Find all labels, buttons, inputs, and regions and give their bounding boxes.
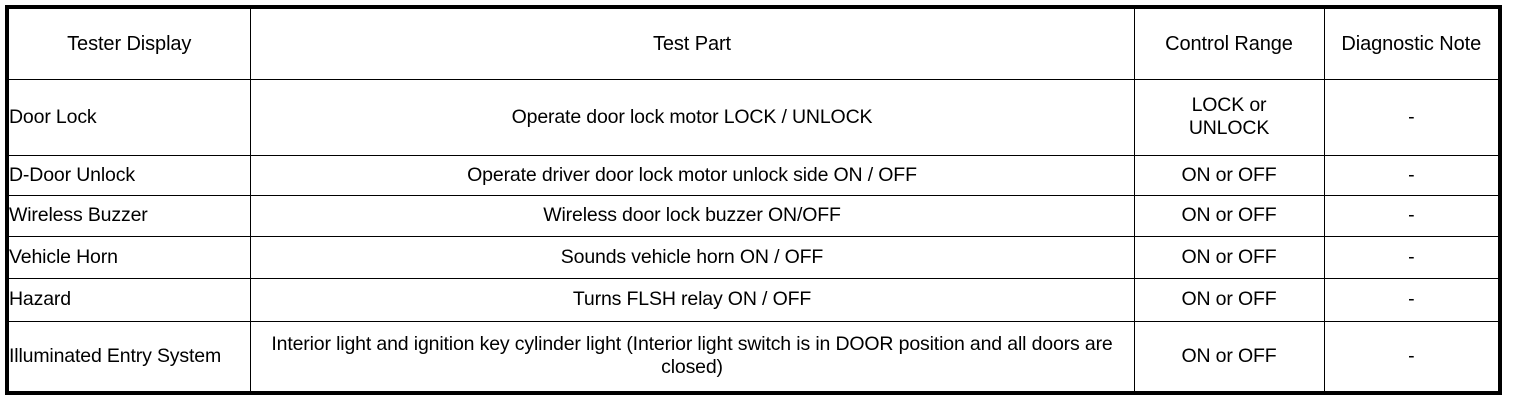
cell-test-part: Sounds vehicle horn ON / OFF — [249, 235, 1135, 279]
cell-diagnostic-note: - — [1323, 194, 1501, 237]
cell-control-range: ON or OFF — [1133, 320, 1325, 394]
cell-test-part: Operate driver door lock motor unlock si… — [249, 154, 1135, 196]
column-header-tester-display: Tester Display — [6, 6, 251, 80]
cell-diagnostic-note: - — [1323, 78, 1501, 156]
cell-control-range: ON or OFF — [1133, 154, 1325, 196]
table-header-row: Tester Display Test Part Control Range D… — [6, 6, 1501, 80]
table-row: Illuminated Entry System Interior light … — [6, 320, 1501, 394]
cell-diagnostic-note: - — [1323, 235, 1501, 279]
cell-diagnostic-note: - — [1323, 320, 1501, 394]
cell-tester-display: D-Door Unlock — [6, 154, 251, 196]
cell-tester-display: Illuminated Entry System — [6, 320, 251, 394]
cell-tester-display: Vehicle Horn — [6, 235, 251, 279]
cell-control-range: LOCK or UNLOCK — [1133, 78, 1325, 156]
spec-table-container: Tester Display Test Part Control Range D… — [5, 5, 1502, 395]
table-header: Tester Display Test Part Control Range D… — [6, 6, 1501, 80]
table-row: Wireless Buzzer Wireless door lock buzze… — [6, 194, 1501, 237]
cell-test-part: Interior light and ignition key cylinder… — [249, 320, 1135, 394]
cell-tester-display: Wireless Buzzer — [6, 194, 251, 237]
cell-diagnostic-note: - — [1323, 154, 1501, 196]
cell-test-part: Wireless door lock buzzer ON/OFF — [249, 194, 1135, 237]
cell-tester-display: Door Lock — [6, 78, 251, 156]
cell-control-range: ON or OFF — [1133, 235, 1325, 279]
cell-diagnostic-note: - — [1323, 277, 1501, 322]
table-body: Door Lock Operate door lock motor LOCK /… — [6, 78, 1501, 394]
column-header-control-range: Control Range — [1133, 6, 1325, 80]
column-header-diagnostic-note: Diagnostic Note — [1323, 6, 1501, 80]
cell-control-range: ON or OFF — [1133, 277, 1325, 322]
cell-control-range: ON or OFF — [1133, 194, 1325, 237]
cell-test-part: Operate door lock motor LOCK / UNLOCK — [249, 78, 1135, 156]
table-row: Vehicle Horn Sounds vehicle horn ON / OF… — [6, 235, 1501, 279]
active-test-table: Tester Display Test Part Control Range D… — [5, 5, 1502, 395]
column-header-test-part: Test Part — [249, 6, 1135, 80]
table-row: D-Door Unlock Operate driver door lock m… — [6, 154, 1501, 196]
table-row: Door Lock Operate door lock motor LOCK /… — [6, 78, 1501, 156]
cell-test-part: Turns FLSH relay ON / OFF — [249, 277, 1135, 322]
cell-tester-display: Hazard — [6, 277, 251, 322]
table-row: Hazard Turns FLSH relay ON / OFF ON or O… — [6, 277, 1501, 322]
